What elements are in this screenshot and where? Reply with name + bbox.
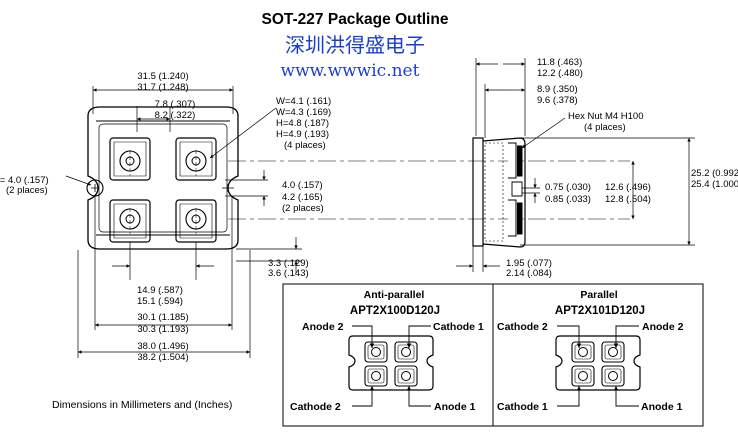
dim-edge-b: 3.6 (.143): [268, 268, 309, 279]
mini-terminal-inner: [604, 368, 622, 384]
dim-side-h1-a: 11.8 (.463): [537, 57, 582, 68]
dim-h1: H=4.8 (.187): [276, 118, 329, 129]
mini-terminal-inner: [574, 368, 592, 384]
dim-top-width-b: 31.7 (1.248): [137, 82, 188, 93]
ap-label-tr: Cathode 1: [433, 321, 484, 333]
mini-terminal-inner: [367, 368, 385, 384]
dim-slot-b: 4.2 (.165): [282, 192, 323, 203]
dim-mount-b: 30.3 (1.193): [137, 324, 188, 335]
mini-terminal-inner: [367, 344, 385, 360]
dim-gap-b: 0.85 (.033): [545, 194, 591, 205]
dim-overall-a: 38.0 (1.496): [137, 341, 188, 352]
ap-label-bl: Cathode 2: [290, 401, 341, 413]
mini-terminal-hole: [401, 371, 411, 381]
mini-terminal-hole: [371, 347, 381, 357]
pinout-table: Anti-parallel APT2X100D120J Anode 2 Cath…: [282, 283, 704, 427]
mini-terminal-hole: [578, 347, 588, 357]
ap-label-tl: Anode 2: [302, 321, 344, 333]
dim-pad-pitch-a: 7.8 (.307): [155, 99, 196, 110]
dim-body-a: 12.6 (.496): [605, 182, 651, 193]
mini-terminal-hole: [371, 371, 381, 381]
ap-label-br: Anode 1: [434, 401, 476, 413]
dim-edge-a: 3.3 (.129): [268, 258, 309, 269]
top-view: [86, 106, 239, 250]
footnote: Dimensions in Millimeters and (Inches): [52, 399, 232, 411]
dim-slot-a: 4.0 (.157): [282, 180, 323, 191]
page-title: SOT-227 Package Outline: [262, 11, 449, 28]
dim-hexnut-places: (4 places): [584, 122, 626, 133]
dim-top-width-a: 31.5 (1.240): [137, 71, 188, 82]
mini-body: [555, 335, 641, 391]
dim-w1: W=4.1 (.161): [276, 96, 331, 107]
dim-total-a: 25.2 (0.992): [691, 168, 738, 179]
dim-thick-b: 2.14 (.084): [506, 268, 552, 279]
watermark-url: www.wwwic.net: [281, 61, 420, 81]
dim-pitch-a: 14.9 (.587): [137, 285, 183, 296]
dim-pitch-b: 15.1 (.594): [137, 296, 183, 307]
dim-side-h2-a: 8.9 (.350): [537, 84, 578, 95]
mini-package-anti-parallel: [348, 335, 434, 391]
mini-terminal-hole: [578, 371, 588, 381]
mini-terminal-inner: [397, 368, 415, 384]
dim-thick-a: 1.95 (.077): [506, 258, 552, 269]
dim-h2: H=4.9 (.193): [276, 129, 329, 140]
mini-terminal-inner: [574, 344, 592, 360]
p-label-tl: Cathode 2: [497, 321, 548, 333]
dim-pad-pitch-b: 8.2 (.322): [155, 110, 196, 121]
dim-body-b: 12.8 (.504): [605, 194, 651, 205]
anti-parallel-part: APT2X100D120J: [350, 305, 440, 317]
dim-wh-places: (4 places): [284, 140, 326, 151]
mini-package-parallel: [555, 335, 641, 391]
dim-side-h2-b: 9.6 (.378): [537, 95, 578, 106]
dim-hexnut: Hex Nut M4 H100: [568, 111, 644, 122]
side-view: [472, 137, 526, 248]
dim-overall-b: 38.2 (1.504): [137, 352, 188, 363]
dim-side-h1-b: 12.2 (.480): [537, 68, 583, 79]
mini-terminal-hole: [401, 347, 411, 357]
mini-terminal-hole: [608, 371, 618, 381]
parallel-part: APT2X101D120J: [555, 305, 645, 317]
dim-gap-a: 0.75 (.030): [545, 182, 591, 193]
parallel-heading: Parallel: [580, 289, 617, 301]
mini-body: [348, 335, 434, 391]
mini-terminal-inner: [397, 344, 415, 360]
dim-hole-places: (2 places): [6, 185, 48, 196]
p-label-bl: Cathode 1: [497, 401, 548, 413]
dim-hole-r: r = 4.0 (.157): [0, 175, 49, 186]
p-label-tr: Anode 2: [642, 321, 684, 333]
dim-slot-places: (2 places): [282, 203, 324, 214]
anti-parallel-heading: Anti-parallel: [364, 289, 425, 301]
p-label-br: Anode 1: [641, 401, 683, 413]
dim-w2: W=4.3 (.169): [276, 107, 331, 118]
watermark-cn: 深圳洪得盛电子: [285, 33, 425, 57]
top-view-body: [87, 106, 239, 250]
mini-terminal-hole: [608, 347, 618, 357]
dim-total-b: 25.4 (1.000): [691, 179, 738, 190]
mini-terminal-inner: [604, 344, 622, 360]
dim-mount-a: 30.1 (1.185): [137, 312, 188, 323]
